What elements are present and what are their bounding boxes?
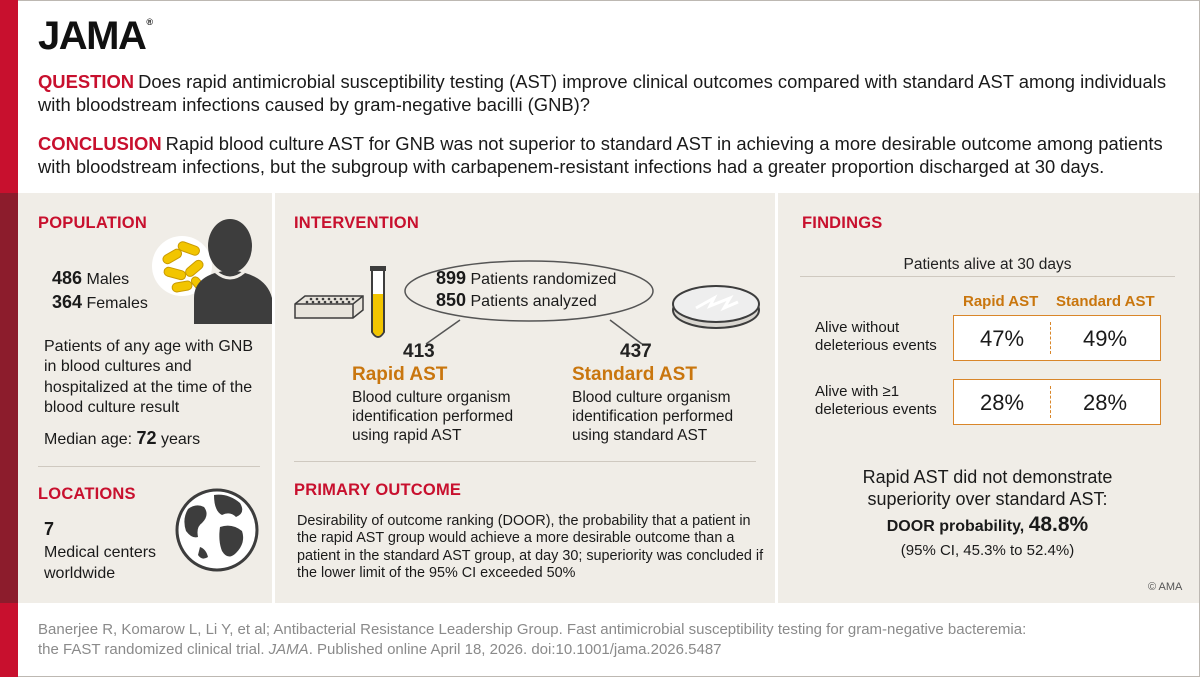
randomization-ellipse: [404, 260, 654, 322]
row-label-with-events: Alive with ≥1 deleterious events: [815, 383, 937, 418]
row-divider: [1050, 322, 1051, 354]
person-icon: [194, 219, 272, 324]
accent-bar-middle: [0, 193, 18, 603]
standard-without-events-value: 49%: [1082, 326, 1128, 351]
test-tube-icon: [370, 266, 386, 338]
primary-outcome-title: PRIMARY OUTCOME: [294, 481, 462, 499]
allocation-lines: [425, 319, 643, 345]
females-stat: 364 Females: [52, 292, 148, 312]
col-header-standard: Standard AST: [1056, 293, 1155, 310]
findings-statement: Rapid AST did not demonstrate superiorit…: [862, 467, 1113, 509]
locations-label: Medical centers worldwide: [44, 544, 157, 582]
intervention-divider: [294, 461, 756, 462]
door-probability: DOOR probability, 48.8%: [886, 513, 1089, 536]
findings-subtitle-rule: [800, 276, 1175, 277]
conclusion-label: CONCLUSION: [38, 133, 162, 154]
standard-arm-name: Standard AST: [572, 364, 697, 385]
rapid-arm-count: 413: [403, 341, 435, 362]
standard-with-events-value: 28%: [1082, 390, 1128, 415]
standard-arm-count: 437: [620, 341, 652, 362]
question-label: QUESTION: [38, 71, 135, 92]
citation-line-1: Banerjee R, Komarow L, Li Y, et al; Anti…: [38, 621, 1027, 638]
row-divider: [1050, 386, 1051, 418]
row-values-with-events: 28% 28%: [953, 379, 1161, 425]
randomized-stat: 899 Patients randomized: [436, 268, 617, 288]
rapid-arm-name: Rapid AST: [352, 364, 448, 385]
globe-icon: [175, 488, 259, 572]
accent-bar-bottom: [0, 603, 18, 677]
rapid-arm-description: Blood culture organism identification pe…: [352, 389, 514, 444]
findings-subtitle: Patients alive at 30 days: [903, 256, 1072, 273]
conclusion-text: Rapid blood culture AST for GNB was not …: [38, 133, 1163, 177]
col-header-rapid: Rapid AST: [963, 293, 1039, 310]
rapid-without-events-value: 47%: [979, 326, 1025, 351]
question-text: Does rapid antimicrobial susceptibility …: [38, 71, 1167, 115]
rapid-with-events-value: 28%: [979, 390, 1025, 415]
males-stat: 486 Males: [52, 268, 130, 288]
primary-outcome-text: Desirability of outcome ranking (DOOR), …: [297, 513, 764, 581]
copyright: © AMA: [1148, 581, 1183, 593]
population-description: Patients of any age with GNB in blood cu…: [44, 338, 253, 416]
citation-line-2: the FAST randomized clinical trial. JAMA…: [38, 641, 722, 658]
petri-dish-icon: [672, 285, 760, 329]
locations-title: LOCATIONS: [38, 485, 136, 503]
population-divider: [38, 466, 260, 467]
citation: Banerjee R, Komarow L, Li Y, et al; Anti…: [38, 620, 1178, 660]
median-age: Median age: 72 years: [44, 428, 201, 448]
accent-bar-top: [0, 0, 18, 193]
analyzed-stat: 850 Patients analyzed: [436, 290, 597, 310]
findings-title: FINDINGS: [802, 214, 883, 232]
row-values-without-events: 47% 49%: [953, 315, 1161, 361]
door-ci: (95% CI, 45.3% to 52.4%): [900, 542, 1075, 559]
standard-arm-description: Blood culture organism identification pe…: [572, 389, 734, 444]
row-label-without-events: Alive without deleterious events: [815, 319, 937, 354]
bacteria-icon: [152, 236, 212, 296]
population-title: POPULATION: [38, 214, 147, 232]
jama-logo: JAMA®: [38, 14, 153, 58]
well-plate-icon: [294, 295, 364, 319]
locations-count: 7: [44, 519, 55, 539]
intervention-title: INTERVENTION: [294, 214, 419, 232]
